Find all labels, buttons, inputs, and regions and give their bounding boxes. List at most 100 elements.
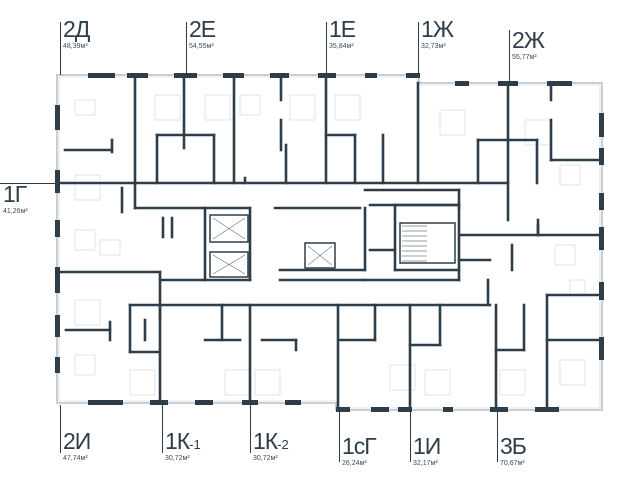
apartment-area: 41,26м² [3,208,28,215]
furniture-icon [74,174,101,201]
window-pillar [371,407,389,412]
furniture-icon [74,99,96,116]
apartment-label-2e[interactable]: 2Е 54,55м² [189,18,216,51]
furniture-icon [254,369,281,396]
apartment-area: 55,77м² [512,54,537,61]
furniture-icon [499,369,526,396]
leader-line [250,405,251,453]
window-pillar [547,81,572,86]
apartment-name: 1Г [3,181,27,207]
apartment-area: 30,72м² [165,455,190,462]
leader-line [162,405,163,453]
elevator-cross [307,245,333,266]
leader-line [509,30,510,83]
leader-line [326,22,327,75]
window-pillar [55,357,60,373]
elevator-icon [209,214,249,243]
apartment-name: 2И [63,428,91,454]
furniture-icon [554,244,576,266]
leader-line [60,405,61,453]
window-pillar [55,105,60,130]
apartment-name: 1К-1 [165,428,201,454]
leader-line [0,183,55,184]
furniture-icon [99,239,121,256]
furniture-icon [239,94,261,116]
apartment-area: 32,73м² [421,43,446,50]
leader-line [418,22,419,75]
leader-line [410,412,411,462]
apartment-name: 2Д [63,16,90,42]
apartment-area: 70,67м² [500,460,525,467]
window-pillar [406,73,420,78]
window-pillar [174,73,197,78]
apartment-label-1k-2[interactable]: 1К-2 30,72м² [253,428,289,463]
elevator-cross [212,217,246,240]
apartment-label-1sg[interactable]: 1сГ 26,24м² [342,433,377,468]
window-pillar [599,148,604,165]
leader-line [339,412,340,462]
apartment-area: 54,55м² [189,43,214,50]
window-pillar [127,73,148,78]
furniture-icon [129,369,156,396]
window-pillar [88,400,123,405]
apartment-label-1i[interactable]: 1И 32,17м² [413,433,441,468]
window-pillar [223,73,244,78]
furniture-icon [204,94,231,121]
leader-line [186,22,187,75]
leader-line [497,412,498,462]
apartment-label-1zh[interactable]: 1Ж 32,73м² [421,16,454,51]
elevator-icon [209,251,249,278]
apartment-area: 47,74м² [63,455,88,462]
furniture-icon [289,94,316,121]
furniture-icon [424,369,451,396]
apartment-label-2d[interactable]: 2Д 48,39м² [63,16,90,51]
window-pillar [55,170,60,193]
stair-icon [399,222,456,264]
apartment-name: 1К-2 [253,428,289,454]
apartment-label-1k-1[interactable]: 1К-1 30,72м² [165,428,201,463]
window-pillar [55,315,60,337]
apartment-name: 1сГ [342,433,377,459]
apartment-label-2zh[interactable]: 2Ж 55,77м² [512,27,545,62]
window-pillar [285,400,301,405]
window-pillar [270,73,289,78]
apartment-name: 3Б [500,433,527,459]
window-pillar [88,73,115,78]
window-pillar [599,113,604,137]
furniture-icon [559,359,586,386]
window-pillar [55,267,60,293]
window-pillar [498,81,518,86]
apartment-name: 1Ж [421,16,454,42]
furniture-icon [334,94,361,121]
apartment-area: 32,17м² [413,460,438,467]
apartment-name: 2Ж [512,27,545,53]
window-pillar [599,282,604,300]
apartment-area: 48,39м² [63,43,88,50]
leader-line [60,22,61,75]
window-pillar [455,81,469,86]
furniture-icon [389,364,416,391]
window-pillar [150,400,168,405]
window-pillar [535,407,559,412]
window-pillar [365,73,377,78]
apartment-label-1g[interactable]: 1Г 41,26м² [3,181,28,216]
window-pillar [599,337,604,360]
apartment-label-3b[interactable]: 3Б 70,67м² [500,433,527,468]
window-pillar [490,407,508,412]
window-pillar [443,407,453,412]
apartment-area: 26,24м² [342,460,367,467]
apartment-area: 35,84м² [329,43,354,50]
furniture-icon [74,299,101,326]
furniture-icon [439,109,466,136]
window-pillar [318,73,336,78]
apartment-name: 1И [413,433,441,459]
apartment-label-2i[interactable]: 2И 47,74м² [63,428,91,463]
window-pillar [195,400,213,405]
elevator-cross [212,254,246,275]
window-pillar [55,220,60,237]
window-pillar [599,193,604,210]
apartment-label-1e[interactable]: 1Е 35,84м² [329,18,356,51]
furniture-icon [74,229,96,251]
window-pillar [336,407,350,412]
